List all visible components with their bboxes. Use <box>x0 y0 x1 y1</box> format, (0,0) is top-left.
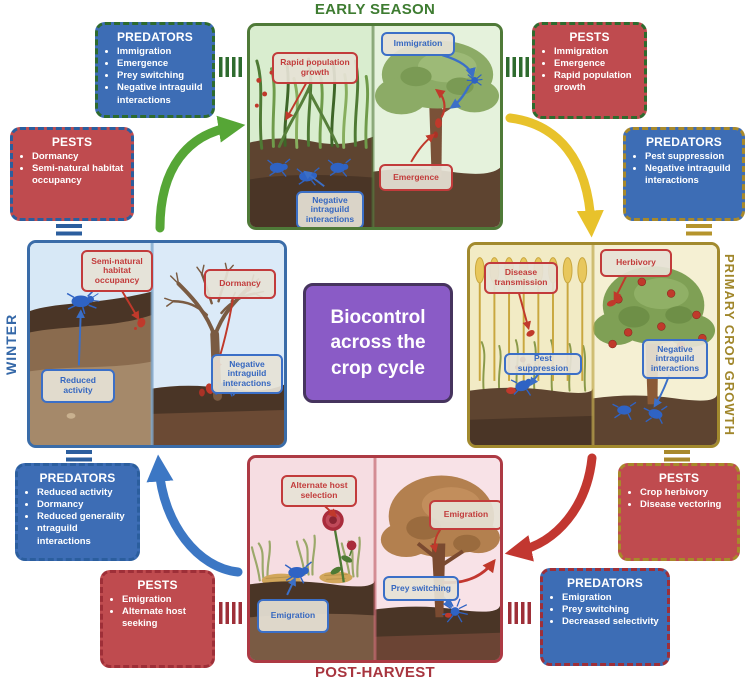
bullet-item: Dormancy <box>37 499 133 511</box>
label-negative-intraguild: Negative intraguild interactions <box>211 354 283 394</box>
box-title: PREDATORS <box>39 471 116 485</box>
pests-primary-box: PESTS Crop herbivoryDisease vectoring <box>618 463 740 561</box>
post-harvest-panel: Alternate host selection Emigration Emig… <box>247 455 503 663</box>
arrow-primary-to-post <box>504 453 597 562</box>
bullet-item: Immigration <box>117 46 208 58</box>
box-title: PESTS <box>137 578 178 592</box>
bullet-item: Emigration <box>122 594 208 606</box>
bullet-item: Rapid population growth <box>554 70 640 94</box>
label-prey-switching: Prey switching <box>383 576 459 601</box>
bullet-item: Pest suppression <box>645 151 738 163</box>
box-title: PREDATORS <box>645 135 723 149</box>
pests-winter-box: PESTS DormancySemi-natural habitat occup… <box>10 127 134 221</box>
bullet-item: Negative intraguild interactions <box>645 163 738 187</box>
label-semi-natural-habitat: Semi-natural habitat occupancy <box>81 250 153 292</box>
box-title: PESTS <box>658 471 700 485</box>
pests-early-box: PESTS ImmigrationEmergenceRapid populati… <box>532 22 647 119</box>
box-items: ImmigrationEmergenceRapid population gro… <box>539 46 640 95</box>
bullet-item: Dormancy <box>32 151 127 163</box>
connector-post-predators <box>508 602 531 624</box>
connector-primary-pests <box>664 450 690 462</box>
label-emergence: Emergence <box>379 164 453 191</box>
bullet-item: Emergence <box>554 58 640 70</box>
bullet-item: Reduced activity <box>37 487 133 499</box>
predators-early-box: PREDATORS ImmigrationEmergencePrey switc… <box>95 22 215 118</box>
bullet-item: Emergence <box>117 58 208 70</box>
rose <box>322 509 357 583</box>
bullet-item: Disease vectoring <box>640 499 733 511</box>
label-pest-suppression: Pest suppression <box>504 353 582 375</box>
post-harvest-title: POST-HARVEST <box>314 664 435 681</box>
bullet-item: Reduced generality <box>37 511 133 523</box>
connector-primary-predators <box>686 224 712 236</box>
predator-bug <box>284 561 312 584</box>
label-emigration-predators: Emigration <box>257 599 329 633</box>
soil-predators <box>612 401 668 424</box>
label-emigration-pests: Emigration <box>429 500 500 530</box>
emerging-pest <box>435 118 442 128</box>
label-disease-transmission: Disease transmission <box>484 262 558 294</box>
bullet-item: Prey switching <box>562 604 663 616</box>
bullet-item: Alternate host seeking <box>122 606 208 630</box>
label-dormancy: Dormancy <box>204 269 276 299</box>
early-season-panel: Rapid population growth Immigration Nega… <box>247 23 503 230</box>
predators-winter-box: PREDATORS Reduced activityDormancyReduce… <box>15 463 140 561</box>
connector-winter-predators <box>66 450 92 462</box>
label-rapid-population-growth: Rapid population growth <box>272 52 358 84</box>
box-title: PESTS <box>51 135 93 149</box>
pest-bug <box>137 317 146 328</box>
box-title: PREDATORS <box>566 576 644 590</box>
box-items: ImmigrationEmergencePrey switchingNegati… <box>102 46 208 107</box>
pests-post-box: PESTS EmigrationAlternate host seeking <box>100 570 215 668</box>
primary-crop-growth-panel: Disease transmission Herbivory Pest supp… <box>467 242 720 448</box>
primary-crop-growth-title: PRIMARY CROP GROWTH <box>722 254 737 436</box>
label-negative-intraguild: Negative intraguild interactions <box>642 339 708 379</box>
center-title-box: Biocontrol across the crop cycle <box>303 283 453 403</box>
bullet-item: Prey switching <box>117 70 208 82</box>
bullet-item: Decreased selectivity <box>562 616 663 628</box>
connector-winter-pests <box>56 224 82 236</box>
label-negative-intraguild: Negative intraguild interactions <box>296 191 364 227</box>
bullet-item: Negative intraguild interactions <box>117 82 208 106</box>
bullet-item: ntraguild interactions <box>37 523 133 547</box>
arrow-early-to-primary <box>505 113 604 238</box>
arrow-post-to-winter <box>146 454 243 577</box>
pest-bug <box>506 387 516 395</box>
box-title: PESTS <box>569 30 610 44</box>
bullet-item: Immigration <box>554 46 640 58</box>
bullet-item: Crop herbivory <box>640 487 733 499</box>
arrow-winter-to-early <box>155 115 246 233</box>
pebble <box>66 412 76 419</box>
label-alternate-host-selection: Alternate host selection <box>281 475 357 507</box>
bullet-item: Emigration <box>562 592 663 604</box>
label-herbivory: Herbivory <box>600 249 672 277</box>
box-title: PREDATORS <box>116 30 194 44</box>
connector-early-pests <box>506 57 529 77</box>
box-items: DormancySemi-natural habitat occupancy <box>17 151 127 187</box>
box-items: EmigrationAlternate host seeking <box>107 594 208 630</box>
connector-early-predators <box>219 57 242 77</box>
bullet-item: Semi-natural habitat occupancy <box>32 163 127 187</box>
prey-bug <box>444 612 452 618</box>
winter-panel: Semi-natural habitat occupancy Dormancy … <box>27 240 287 448</box>
box-items: Reduced activityDormancyReduced generali… <box>22 487 133 548</box>
predator-attacking <box>510 377 536 396</box>
connector-post-pests <box>219 602 242 624</box>
early-season-title: EARLY SEASON <box>314 1 436 18</box>
center-title: Biocontrol across the crop cycle <box>330 306 426 379</box>
box-items: Crop herbivoryDisease vectoring <box>625 487 733 511</box>
label-reduced-activity: Reduced activity <box>41 369 115 403</box>
winter-title: WINTER <box>3 313 19 375</box>
label-immigration: Immigration <box>381 32 455 56</box>
